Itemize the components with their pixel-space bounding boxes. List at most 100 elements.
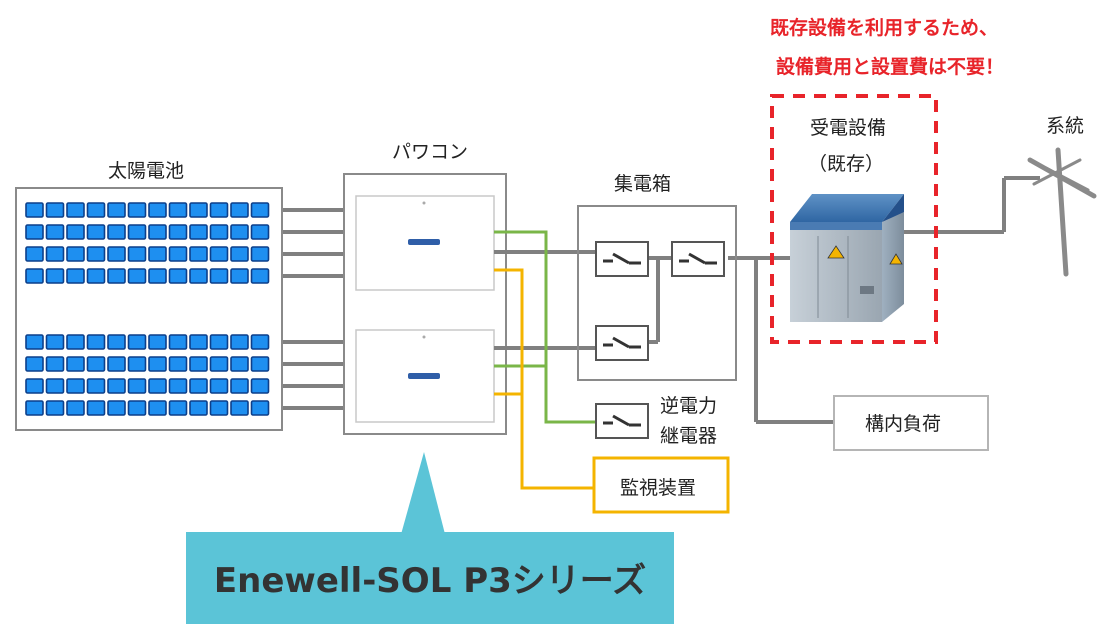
pcs-unit-2 [355, 329, 495, 423]
pcs-label: パワコン [392, 141, 468, 163]
solar-cell [45, 356, 65, 372]
solar-cell [107, 334, 126, 350]
solar-cell [189, 246, 208, 262]
utility-pole-icon [1027, 147, 1097, 277]
solar-cell [189, 334, 208, 350]
solar-cell [45, 224, 65, 240]
solar-cell [66, 246, 85, 262]
solar-cell [209, 334, 229, 350]
solar-cell [168, 224, 188, 240]
solar-cell [209, 268, 229, 284]
solar-cell [107, 246, 126, 262]
solar-cell [25, 356, 44, 372]
solar-cell [168, 400, 188, 416]
solar-cell [250, 356, 270, 372]
solar-cell [209, 246, 229, 262]
solar-cell [25, 224, 44, 240]
solar-cell [148, 246, 167, 262]
solar-cell [25, 268, 44, 284]
solar-cell [25, 202, 44, 218]
solar-cell [148, 400, 167, 416]
solar-cell [148, 268, 167, 284]
solar-cell [66, 356, 85, 372]
solar-cell [45, 334, 65, 350]
substation-existing-label: （既存） [808, 153, 884, 175]
solar-cell [250, 268, 270, 284]
solar-cell [66, 400, 85, 416]
solar-cell [66, 334, 85, 350]
product-callout [186, 532, 674, 624]
notice-line-1: 既存設備を利用するため、 [770, 16, 998, 39]
existing-equipment-highlight [770, 94, 938, 344]
solar-cell [127, 224, 147, 240]
solar-cell [230, 356, 249, 372]
solar-cell [189, 356, 208, 372]
solar-cell [86, 334, 106, 350]
solar-cell [86, 356, 106, 372]
substation-label: 受電設備 [810, 117, 886, 139]
solar-cell [209, 400, 229, 416]
grid-label: 系統 [1046, 115, 1084, 137]
solar-cell [250, 224, 270, 240]
solar-cell [45, 246, 65, 262]
solar-cell [107, 400, 126, 416]
green-signal-wiring [494, 230, 598, 424]
solar-cell [66, 224, 85, 240]
solar-cell [127, 246, 147, 262]
load-label: 構内負荷 [865, 413, 941, 435]
solar-cell [250, 246, 270, 262]
solar-cell [148, 224, 167, 240]
breaker-collector-2 [595, 325, 649, 361]
solar-cell [127, 400, 147, 416]
solar-cell [189, 202, 208, 218]
solar-cell [209, 356, 229, 372]
solar-cell [230, 334, 249, 350]
solar-cell [168, 202, 188, 218]
solar-cell [148, 334, 167, 350]
solar-cell [45, 400, 65, 416]
solar-cell [168, 378, 188, 394]
solar-cell [168, 246, 188, 262]
solar-cell [107, 202, 126, 218]
solar-array [15, 187, 283, 431]
solar-cell [250, 378, 270, 394]
solar-cell [230, 400, 249, 416]
solar-cell [230, 268, 249, 284]
solar-cell [250, 400, 270, 416]
ac-wiring [494, 176, 1040, 424]
solar-cell [230, 246, 249, 262]
solar-cell [250, 334, 270, 350]
solar-cell [189, 378, 208, 394]
breaker-collector-1 [595, 241, 649, 277]
notice-line-2: 設備費用と設置費は不要！ [776, 55, 1004, 78]
solar-cell [189, 268, 208, 284]
solar-cell [25, 334, 44, 350]
solar-cell [168, 334, 188, 350]
solar-cell [189, 400, 208, 416]
breaker-main [671, 241, 725, 277]
solar-cell [86, 378, 106, 394]
collector-box [577, 205, 737, 381]
solar-cell [86, 246, 106, 262]
monitor-wiring [494, 268, 598, 490]
solar-cell [127, 268, 147, 284]
solar-cell [209, 224, 229, 240]
solar-cell [127, 378, 147, 394]
solar-cell [107, 378, 126, 394]
solar-panels-lower [25, 334, 270, 416]
solar-cell [209, 202, 229, 218]
collector-label: 集電箱 [614, 173, 671, 195]
solar-cell [127, 202, 147, 218]
solar-cell [107, 224, 126, 240]
solar-cell [168, 268, 188, 284]
solar-cell [66, 202, 85, 218]
solar-cell [107, 356, 126, 372]
solar-cell [66, 268, 85, 284]
solar-cell [148, 378, 167, 394]
solar-cell [86, 224, 106, 240]
monitor-box [592, 456, 730, 514]
solar-cell [230, 202, 249, 218]
solar-cell [86, 400, 106, 416]
